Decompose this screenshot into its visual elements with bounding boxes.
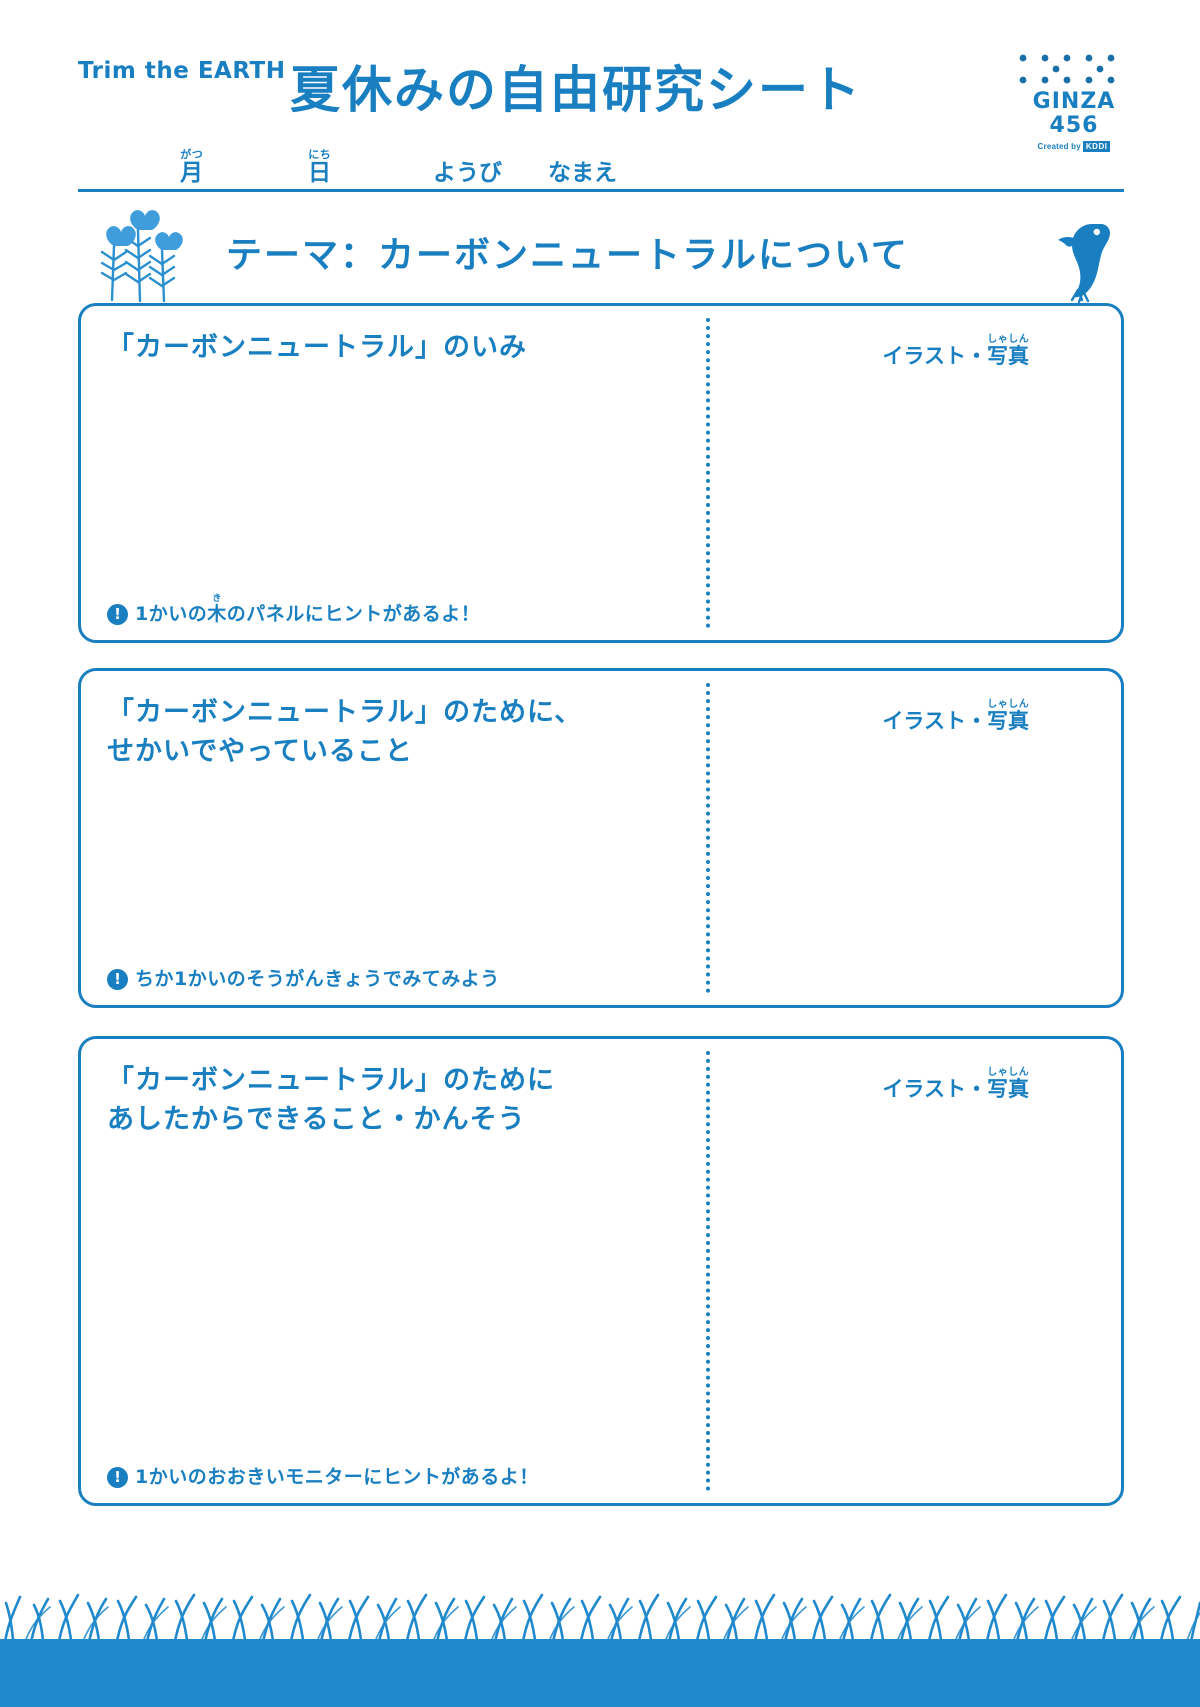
illustration-label-ruby: しゃしん (987, 699, 1029, 710)
field-month-ruby: がつ (180, 148, 203, 161)
logo-wordmark: GINZA 456 (1032, 89, 1116, 139)
grass-footer-icon (0, 1593, 1200, 1707)
logo-created-by-text: Created by (1037, 142, 1081, 152)
field-month-label: 月 (180, 160, 203, 186)
section-heading: 「カーボンニュートラル」のために あしたからできること・かんそう (107, 1065, 555, 1136)
page-title: 夏休みの自由研究シート (290, 61, 862, 119)
hint-text-pre: 1かいのおおきいモニターにヒントがあるよ！ (135, 1466, 539, 1488)
field-day-ruby: にち (308, 148, 331, 161)
hint-text-post: のパネルにヒントがあるよ！ (226, 603, 481, 625)
brand-tagline: Trim the EARTH (78, 58, 286, 84)
illustration-label-prefix: イラスト・ (882, 1077, 987, 1101)
illustration-label-kanji: 写真 (987, 344, 1029, 368)
illustration-label-ruby: しゃしん (987, 1067, 1029, 1078)
hint-text: 1かいのおおきいモニターにヒントがあるよ！ (135, 1462, 539, 1489)
hint-text-pre: ちか1かいのそうがんきょうでみてみよう (135, 968, 500, 990)
section-box: 「カーボンニュートラル」のために あしたからできること・かんそう イラスト・写真… (78, 1036, 1124, 1506)
field-day[interactable]: 日にち (308, 148, 331, 187)
bird-icon (1058, 224, 1110, 304)
logo-dot-pattern-icon (1019, 54, 1115, 84)
hint-text: ちか1かいのそうがんきょうでみてみよう (135, 964, 500, 991)
hint-text-ruby: き (207, 594, 227, 604)
hint-row: ! ちか1かいのそうがんきょうでみてみよう (107, 964, 500, 991)
date-row: 月がつ 日にち ようび なまえ (78, 140, 1124, 192)
illustration-photo-label: イラスト・写真しゃしん (882, 699, 1029, 735)
field-day-label: 日 (308, 160, 331, 186)
section-heading: 「カーボンニュートラル」のいみ (107, 332, 527, 363)
dotted-divider (706, 1051, 710, 1491)
field-month[interactable]: 月がつ (180, 148, 203, 187)
hint-row: ! 1かいのおおきいモニターにヒントがあるよ！ (107, 1462, 539, 1489)
illustration-label-kanji: 写真 (987, 709, 1029, 733)
illustration-photo-label: イラスト・写真しゃしん (882, 1067, 1029, 1103)
illustration-label-kanji: 写真 (987, 1077, 1029, 1101)
exclamation-icon: ! (107, 1467, 128, 1488)
section-box: 「カーボンニュートラル」のために、 せかいでやっていること イラスト・写真しゃし… (78, 668, 1124, 1008)
illustration-label-prefix: イラスト・ (882, 344, 987, 368)
hint-text: 1かいの木きのパネルにヒントがあるよ！ (135, 594, 480, 626)
dotted-divider (706, 318, 710, 628)
exclamation-icon: ! (107, 969, 128, 990)
kddi-badge: KDDI (1082, 141, 1111, 153)
exclamation-icon: ! (107, 604, 128, 625)
section-heading: 「カーボンニュートラル」のために、 せかいでやっていること (107, 697, 583, 768)
hint-text-pre: 1かいの (135, 603, 208, 625)
field-name[interactable]: なまえ (548, 160, 617, 186)
flower-icon (100, 210, 183, 303)
theme-title: テーマ：カーボンニュートラルについて (226, 235, 909, 276)
dotted-divider (706, 683, 710, 993)
hint-row: ! 1かいの木きのパネルにヒントがあるよ！ (107, 594, 480, 626)
hint-text-kanji: 木 (207, 603, 227, 625)
illustration-label-ruby: しゃしん (987, 334, 1029, 345)
section-box: 「カーボンニュートラル」のいみ イラスト・写真しゃしん ! 1かいの木きのパネル… (78, 303, 1124, 643)
field-weekday[interactable]: ようび (433, 160, 502, 186)
theme-banner: テーマ：カーボンニュートラルについて (78, 200, 1124, 304)
illustration-photo-label: イラスト・写真しゃしん (882, 334, 1029, 370)
illustration-label-prefix: イラスト・ (882, 709, 987, 733)
